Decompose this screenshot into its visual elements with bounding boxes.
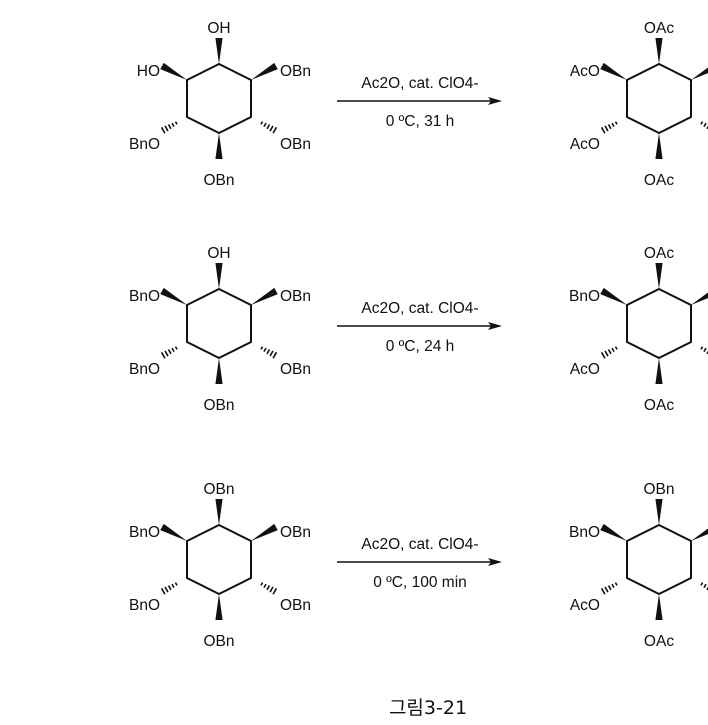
substituent-label-upper-left: AcO	[570, 63, 600, 80]
hashed-bond	[600, 121, 618, 134]
reaction-arrow	[337, 322, 502, 330]
conditions-label: 0 ºC, 24 h	[386, 338, 455, 355]
substituent-label-upper-right: OBn	[280, 524, 311, 541]
substituent-label-top: OH	[207, 20, 230, 37]
substituent-label-lower-left: AcO	[570, 361, 600, 378]
wedge-bond	[215, 358, 223, 384]
hashed-bond	[600, 346, 618, 359]
cyclohexane-ring	[186, 288, 252, 359]
substituent-label-lower-right: OBn	[280, 597, 311, 614]
wedge-bond	[655, 358, 663, 384]
substituent-label-lower-right: OBn	[280, 361, 311, 378]
figure-caption: 그림3-21	[389, 697, 467, 719]
substituent-label-bottom: OAc	[644, 397, 674, 414]
substituent-label-top: OH	[207, 245, 230, 262]
wedge-bond	[251, 523, 278, 541]
wedge-bond	[600, 62, 627, 80]
substituent-label-upper-left: BnO	[569, 524, 600, 541]
hashed-bond	[260, 121, 278, 134]
hashed-bond	[260, 346, 278, 359]
substituent-label-bottom: OBn	[203, 633, 234, 650]
substituent-label-top: OAc	[644, 245, 674, 262]
wedge-bond	[160, 523, 187, 541]
hashed-bond	[700, 346, 708, 355]
wedge-bond	[600, 287, 627, 305]
substituent-label-bottom: OBn	[203, 397, 234, 414]
substituent-label-lower-left: BnO	[129, 136, 160, 153]
wedge-bond	[691, 292, 708, 305]
conditions-label: 0 ºC, 31 h	[386, 113, 455, 130]
wedge-bond	[691, 67, 708, 80]
substituent-label-lower-left: BnO	[129, 361, 160, 378]
arrow-head-icon	[488, 97, 502, 105]
substituent-label-upper-right: OBn	[280, 288, 311, 305]
wedge-bond	[215, 594, 223, 620]
substituent-label-upper-left: BnO	[129, 288, 160, 305]
conditions-label: 0 ºC, 100 min	[373, 574, 467, 591]
substituent-label-top: OAc	[644, 20, 674, 37]
cyclohexane-ring	[186, 63, 252, 134]
hashed-bond	[260, 582, 278, 595]
cyclohexane-ring	[186, 524, 252, 595]
wedge-bond	[160, 62, 187, 80]
substituent-label-upper-left: BnO	[569, 288, 600, 305]
wedge-bond	[655, 38, 663, 64]
wedge-bond	[691, 528, 708, 541]
hashed-bond	[160, 582, 178, 595]
wedge-bond	[215, 133, 223, 159]
reaction-arrow	[337, 97, 502, 105]
hashed-bond	[700, 121, 708, 130]
substituent-label-lower-left: AcO	[570, 136, 600, 153]
substituent-label-upper-left: HO	[137, 63, 160, 80]
substituent-label-upper-left: BnO	[129, 524, 160, 541]
wedge-bond	[655, 594, 663, 620]
substituent-label-lower-right: OBn	[280, 136, 311, 153]
substituent-label-top: OBn	[643, 481, 674, 498]
wedge-bond	[655, 133, 663, 159]
substituent-label-bottom: OAc	[644, 172, 674, 189]
substituent-label-lower-left: BnO	[129, 597, 160, 614]
wedge-bond	[655, 499, 663, 525]
wedge-bond	[600, 523, 627, 541]
substituent-label-top: OBn	[203, 481, 234, 498]
wedge-bond	[215, 38, 223, 64]
cyclohexane-ring	[626, 63, 692, 134]
reaction-arrow	[337, 558, 502, 566]
cyclohexane-ring	[626, 524, 692, 595]
wedge-bond	[251, 62, 278, 80]
substituent-label-upper-right: OBn	[280, 63, 311, 80]
substituent-label-bottom: OAc	[644, 633, 674, 650]
reagent-label: Ac2O, cat. ClO4-	[361, 300, 478, 317]
reagent-label: Ac2O, cat. ClO4-	[361, 536, 478, 553]
wedge-bond	[251, 287, 278, 305]
hashed-bond	[600, 582, 618, 595]
hashed-bond	[160, 121, 178, 134]
wedge-bond	[215, 499, 223, 525]
substituent-label-lower-left: AcO	[570, 597, 600, 614]
cyclohexane-ring	[626, 288, 692, 359]
arrow-head-icon	[488, 558, 502, 566]
hashed-bond	[700, 582, 708, 591]
hashed-bond	[160, 346, 178, 359]
reagent-label: Ac2O, cat. ClO4-	[361, 75, 478, 92]
wedge-bond	[655, 263, 663, 289]
wedge-bond	[160, 287, 187, 305]
wedge-bond	[215, 263, 223, 289]
substituent-label-bottom: OBn	[203, 172, 234, 189]
arrow-head-icon	[488, 322, 502, 330]
